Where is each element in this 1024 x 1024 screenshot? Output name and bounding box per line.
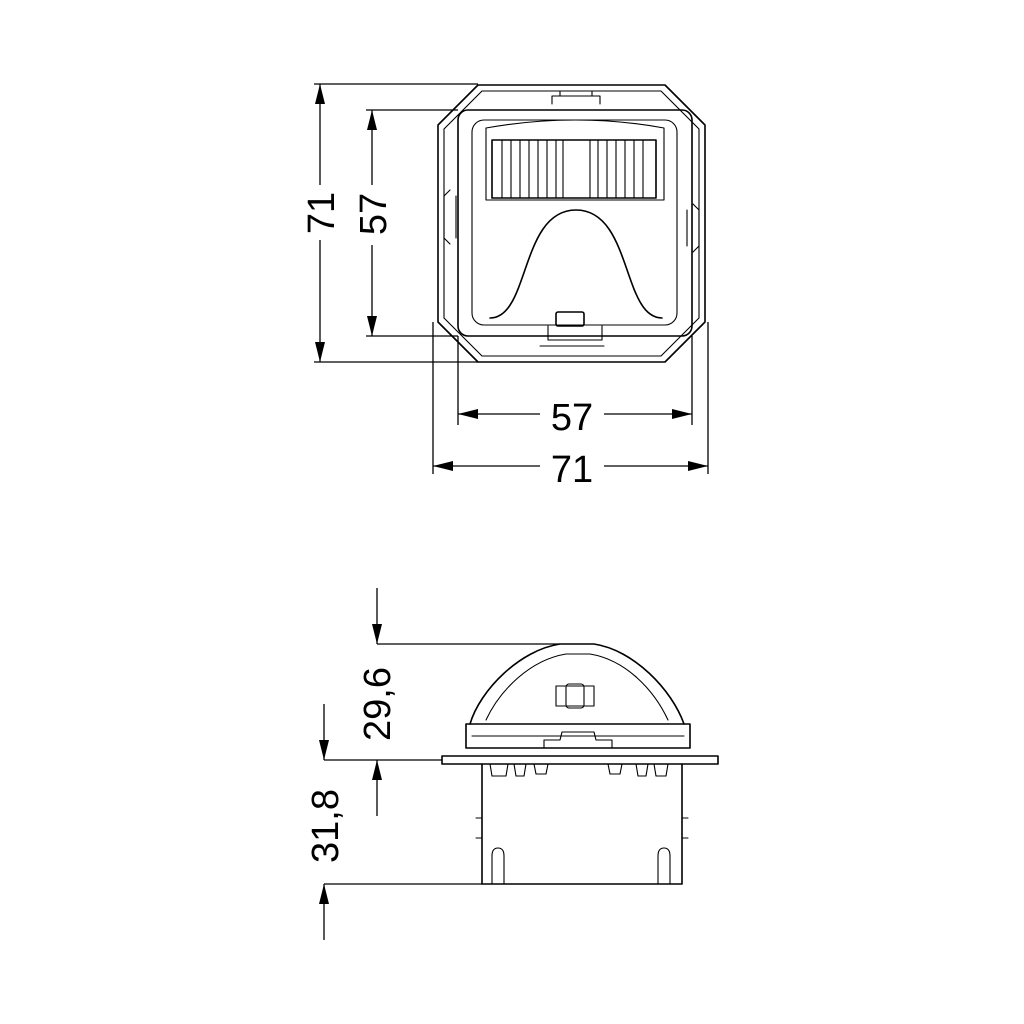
flush-box-body	[481, 763, 683, 885]
dim-outer-width: 71	[551, 449, 593, 491]
cover-plate	[457, 109, 693, 337]
lens-fresnel-lines	[501, 139, 644, 199]
dim-depth-below: 31,8	[305, 789, 347, 863]
cover-base	[465, 723, 691, 749]
side-view	[441, 643, 719, 885]
bottom-latch	[555, 311, 585, 327]
dim-outer-height: 71	[301, 192, 343, 234]
dim-inner-height: 57	[353, 193, 395, 235]
cover-plate-inner	[471, 119, 678, 326]
bottom-clip	[539, 325, 605, 347]
top-clip	[551, 90, 601, 105]
lens-housing	[485, 119, 665, 201]
right-clip	[686, 203, 700, 253]
dim-height-above: 29,6	[357, 667, 399, 741]
front-dimensions: 71 57 57 71	[301, 83, 709, 491]
sensor-dome	[469, 643, 685, 725]
left-clip	[443, 189, 457, 245]
front-view	[437, 84, 706, 363]
dome-lens-mark	[555, 685, 595, 707]
mounting-plate	[441, 755, 719, 765]
detection-curve	[489, 209, 663, 319]
outer-frame	[437, 84, 706, 363]
terminal-clips	[489, 731, 669, 777]
outer-frame-inner-edge	[443, 90, 700, 357]
dome-lens-mark-inner	[565, 683, 585, 709]
side-dimensions: 29,6 31,8	[305, 588, 560, 940]
dim-inner-width: 57	[551, 397, 593, 439]
right-slot	[657, 847, 671, 885]
sensor-dome-inner	[485, 653, 669, 721]
left-slot	[491, 847, 505, 885]
lens-window	[491, 139, 657, 199]
